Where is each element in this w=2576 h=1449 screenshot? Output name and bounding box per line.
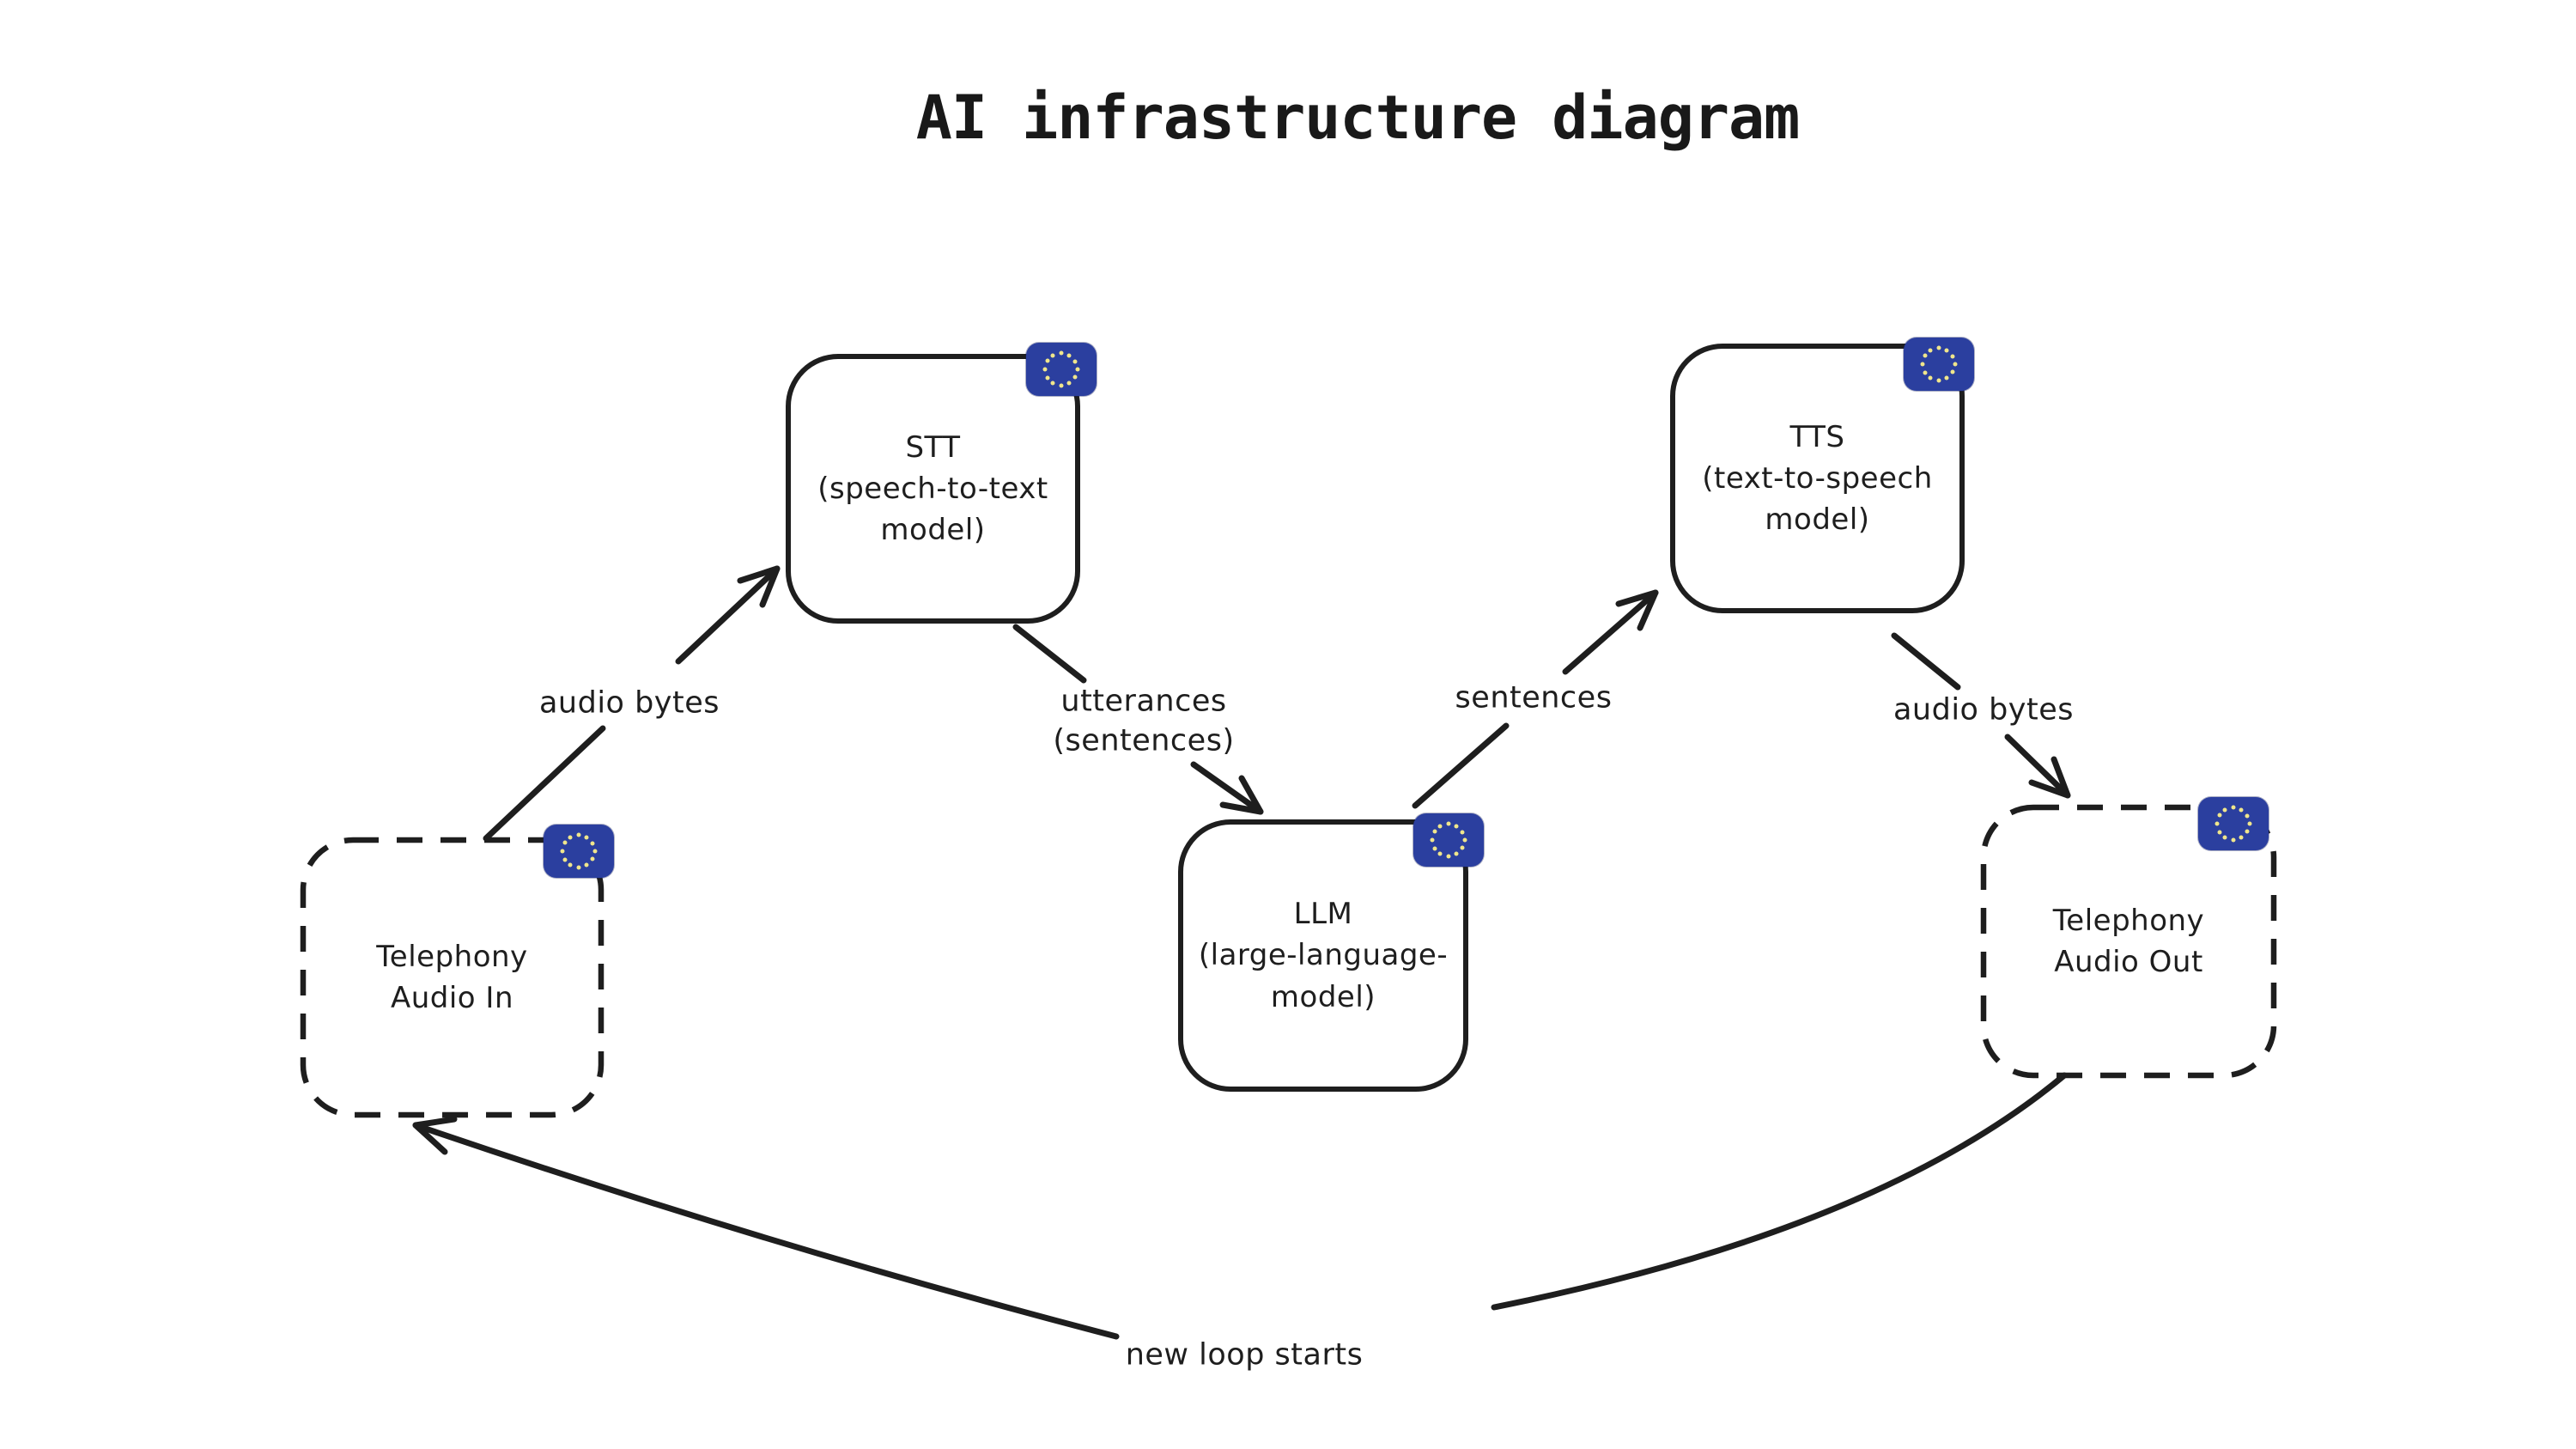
edge-label-utterances[interactable]: utterances (sentences) [1053, 684, 1235, 758]
arrowhead-into-tts [1615, 589, 1659, 631]
eu-stars-ring [1413, 813, 1484, 867]
eu-stars-ring [2198, 797, 2269, 850]
arrowhead-into-in [412, 1116, 458, 1155]
page-title: AI infrastructure diagram [915, 82, 1801, 153]
edge-tts-to-out-segment[interactable] [1891, 632, 1961, 691]
edge-stt-to-llm-segment[interactable] [1190, 761, 1264, 815]
node-tts[interactable]: TTS (text-to-speech model) [1673, 338, 1974, 611]
node-outline-telephony-audio-out[interactable] [1980, 804, 2277, 1079]
node-outline-tts[interactable] [1670, 344, 1965, 613]
edge-llm-to-tts-segment[interactable] [1412, 722, 1510, 809]
node-label: STT (speech-to-text model) [817, 429, 1048, 548]
edge-loop-segment[interactable] [412, 1122, 1120, 1340]
edge-stt-to-llm-segment[interactable] [1012, 624, 1087, 684]
edge-tts-to-out-segment[interactable] [2004, 734, 2071, 799]
node-label: Telephony Audio In [376, 939, 528, 1015]
edge-label-audio-bytes-in[interactable]: audio bytes [538, 685, 720, 721]
eu-flag-icon [1904, 338, 1974, 391]
eu-flag-icon [1026, 343, 1097, 396]
eu-stars-ring [544, 825, 614, 878]
edge-llm-to-tts-segment[interactable] [1562, 589, 1659, 675]
eu-stars-ring [1026, 343, 1097, 396]
edge-loop-segment[interactable] [1491, 1072, 2068, 1311]
edge-label-new-loop-starts[interactable]: new loop starts [1125, 1337, 1364, 1373]
arrowhead-into-out [2028, 756, 2071, 799]
node-label: Telephony Audio Out [2052, 903, 2205, 979]
node-llm[interactable]: LLM (large-language- model) [1181, 813, 1484, 1089]
edge-label-audio-bytes-out[interactable]: audio bytes [1893, 692, 2075, 728]
eu-stars-ring [1904, 338, 1974, 391]
edge-in-to-stt-segment[interactable] [483, 725, 606, 842]
node-label: TTS (text-to-speech model) [1702, 419, 1933, 538]
node-telephony-audio-in[interactable]: Telephony Audio In [303, 825, 614, 1115]
edge-label-sentences[interactable]: sentences [1455, 680, 1613, 715]
eu-flag-icon [544, 825, 614, 878]
eu-flag-icon [2198, 797, 2269, 850]
node-telephony-audio-out[interactable]: Telephony Audio Out [1984, 797, 2274, 1075]
node-stt[interactable]: STT (speech-to-text model) [788, 343, 1097, 621]
arrowhead-into-llm [1219, 775, 1264, 815]
node-label: LLM (large-language- model) [1198, 897, 1449, 1014]
arrowhead-into-stt [737, 565, 781, 608]
eu-flag-icon [1413, 813, 1484, 867]
node-outline-llm[interactable] [1178, 819, 1468, 1092]
edge-in-to-stt-segment[interactable] [675, 565, 781, 665]
node-outline-telephony-audio-in[interactable] [300, 837, 605, 1118]
node-outline-stt[interactable] [786, 354, 1080, 624]
